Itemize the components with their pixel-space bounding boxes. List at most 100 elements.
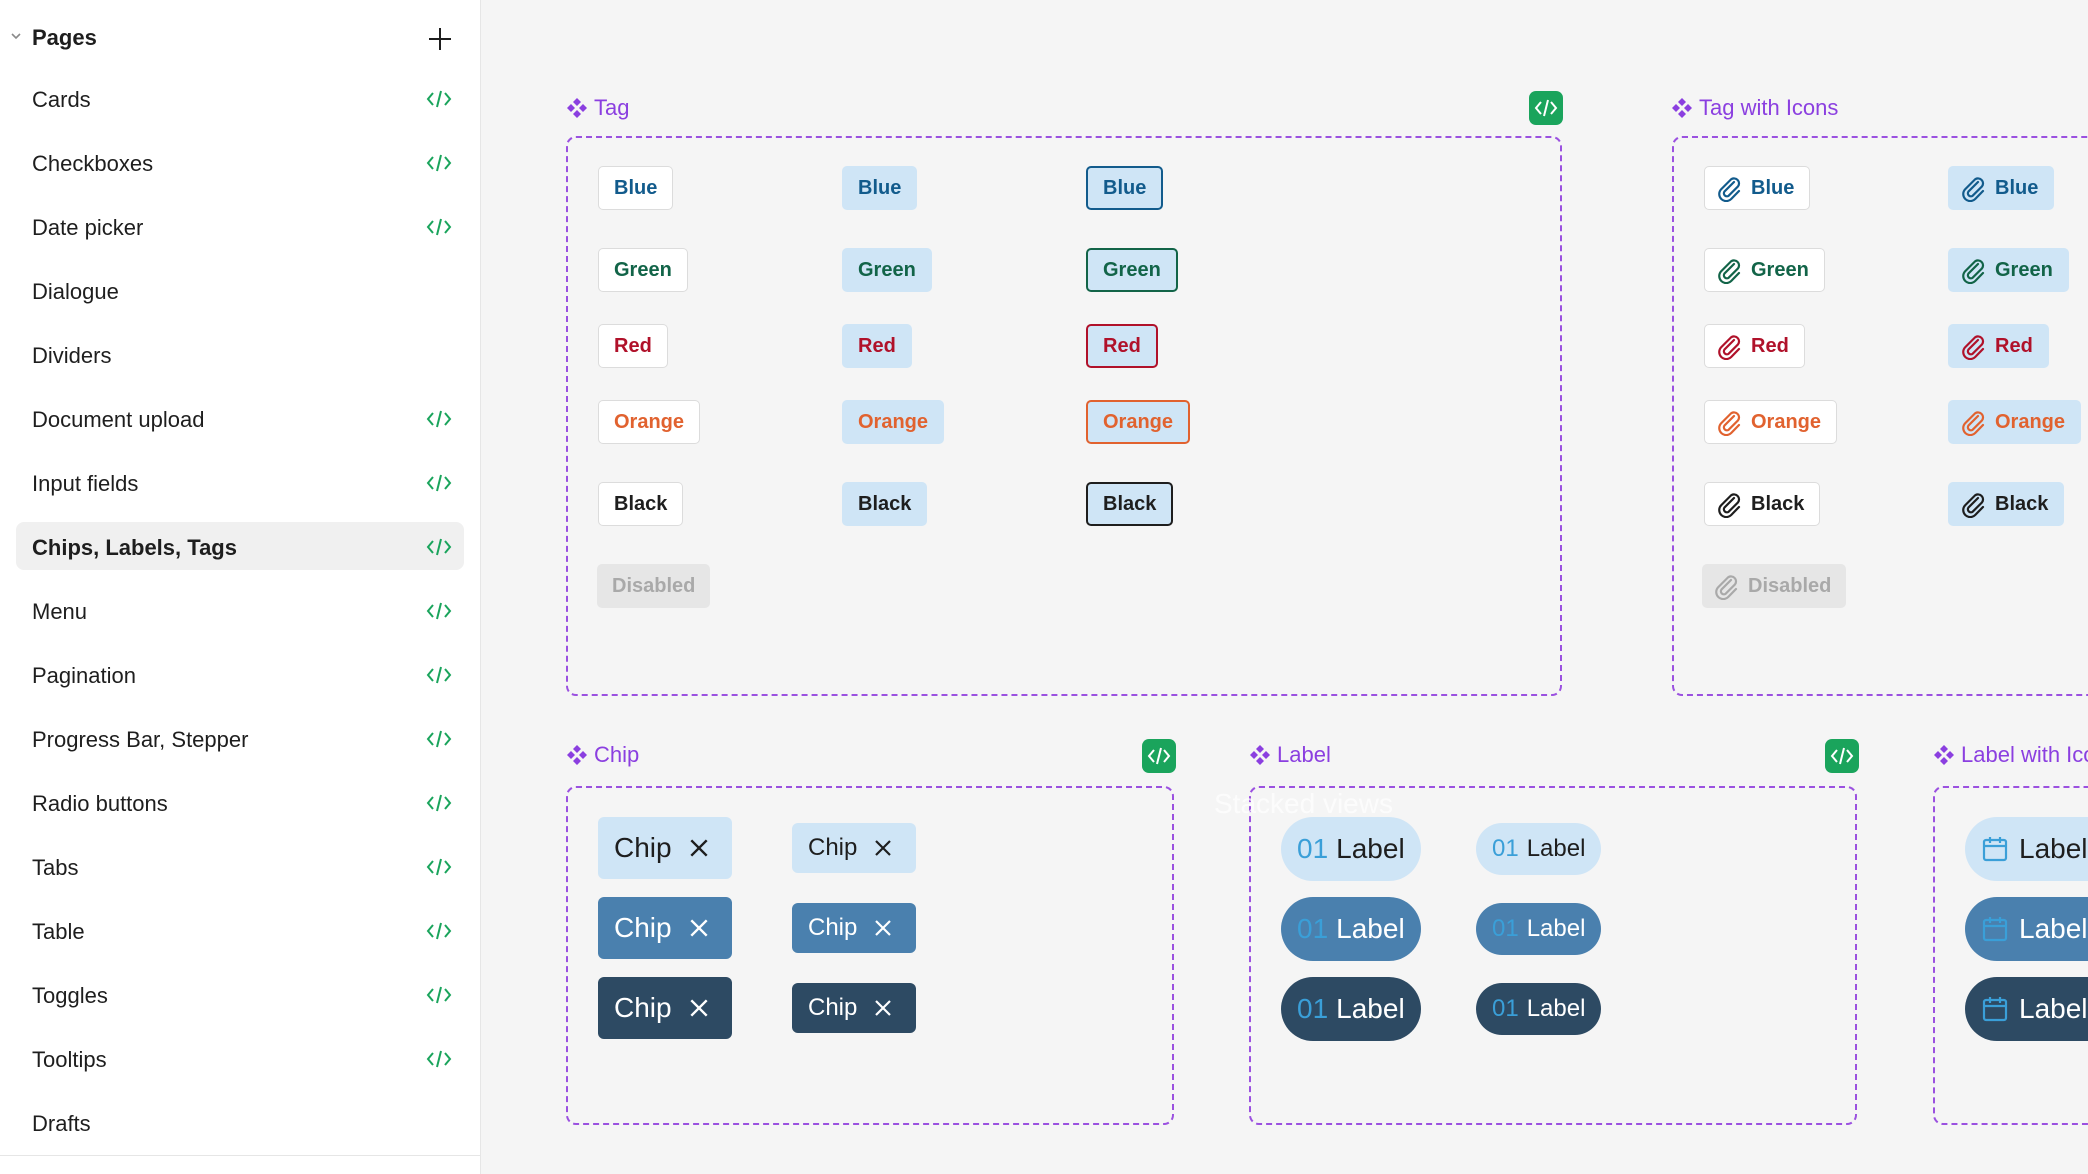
sidebar-item-checkboxes[interactable]: Checkboxes bbox=[16, 138, 464, 186]
code-brackets-icon[interactable] bbox=[425, 216, 453, 238]
tag-black-light[interactable]: Black bbox=[598, 482, 684, 526]
frame-tag[interactable] bbox=[566, 136, 1562, 696]
tag-orange-mid[interactable]: Orange bbox=[842, 400, 945, 444]
code-brackets-icon[interactable] bbox=[425, 792, 453, 814]
code-brackets-icon[interactable] bbox=[1529, 91, 1563, 125]
close-icon[interactable] bbox=[688, 837, 710, 859]
tag-orange-out[interactable]: Orange bbox=[1086, 400, 1191, 444]
tag-label: Black bbox=[1751, 492, 1805, 515]
tag-orange-light-icon[interactable]: Orange bbox=[1704, 400, 1838, 444]
sidebar-item-menu[interactable]: Menu bbox=[16, 586, 464, 634]
tag-red-mid[interactable]: Red bbox=[842, 324, 912, 368]
code-brackets-icon[interactable] bbox=[425, 984, 453, 1006]
tag-green-light[interactable]: Green bbox=[598, 248, 688, 292]
tag-blue-light[interactable]: Blue bbox=[598, 166, 674, 210]
sidebar-item-label: Checkboxes bbox=[32, 151, 154, 176]
frame-tag-icons[interactable] bbox=[1672, 136, 2088, 696]
sidebar-item-dialogue[interactable]: Dialogue bbox=[16, 266, 464, 314]
sidebar-item-table[interactable]: Table bbox=[16, 906, 464, 954]
label-text: Label bbox=[1526, 995, 1586, 1022]
sidebar-item-progress-bar-stepper[interactable]: Progress Bar, Stepper bbox=[16, 714, 464, 762]
design-canvas[interactable]: Tag Tag with Icons Chip Label Stacked vi… bbox=[481, 0, 2088, 1174]
tag-green-mid-icon[interactable]: Green bbox=[1948, 248, 2069, 292]
frame-label[interactable] bbox=[1249, 786, 1857, 1125]
sidebar-item-document-upload[interactable]: Document upload bbox=[16, 394, 464, 442]
code-brackets-icon[interactable] bbox=[425, 408, 453, 430]
tag-black-light-icon[interactable]: Black bbox=[1704, 482, 1821, 526]
frame-chip[interactable] bbox=[566, 786, 1174, 1125]
chip-small[interactable]: Chip bbox=[792, 903, 916, 953]
label-with-icon: Label bbox=[1965, 817, 2088, 881]
tag-red-light-icon[interactable]: Red bbox=[1704, 324, 1805, 368]
code-brackets-icon[interactable] bbox=[1142, 739, 1176, 773]
code-brackets-icon[interactable] bbox=[425, 728, 453, 750]
sidebar-item-chips-labels-tags[interactable]: Chips, Labels, Tags bbox=[16, 522, 464, 570]
code-brackets-icon[interactable] bbox=[425, 472, 453, 494]
chip-small[interactable]: Chip bbox=[792, 823, 916, 873]
frame-label-icons[interactable] bbox=[1933, 786, 2088, 1125]
sidebar-item-input-fields[interactable]: Input fields bbox=[16, 458, 464, 506]
tag-black-mid-icon[interactable]: Black bbox=[1948, 482, 2065, 526]
sidebar-item-date-picker[interactable]: Date picker bbox=[16, 202, 464, 250]
sidebar-item-tabs[interactable]: Tabs bbox=[16, 842, 464, 890]
code-brackets-icon[interactable] bbox=[425, 536, 453, 558]
sidebar-item-label: Pagination bbox=[32, 663, 136, 688]
sidebar-item-radio-buttons[interactable]: Radio buttons bbox=[16, 778, 464, 826]
code-brackets-icon[interactable] bbox=[425, 88, 453, 110]
tag-black-out[interactable]: Black bbox=[1086, 482, 1174, 526]
code-brackets-icon[interactable] bbox=[1825, 739, 1859, 773]
tag-blue-light-icon[interactable]: Blue bbox=[1704, 166, 1811, 210]
tag-label: Green bbox=[1995, 258, 2053, 281]
tag-orange-light[interactable]: Orange bbox=[598, 400, 701, 444]
frame-title-chip[interactable]: Chip bbox=[566, 742, 639, 768]
frame-title-tag[interactable]: Tag bbox=[566, 95, 629, 121]
sidebar-item-cards[interactable]: Cards bbox=[16, 74, 464, 122]
label-with-icon: Label bbox=[1965, 977, 2088, 1041]
tag-blue-out[interactable]: Blue bbox=[1086, 166, 1164, 210]
tag-label: Green bbox=[1751, 258, 1809, 281]
tag-black-mid[interactable]: Black bbox=[842, 482, 928, 526]
close-icon[interactable] bbox=[873, 918, 893, 938]
tag-green-light-icon[interactable]: Green bbox=[1704, 248, 1825, 292]
code-brackets-icon[interactable] bbox=[425, 1048, 453, 1070]
close-icon[interactable] bbox=[873, 998, 893, 1018]
tag-orange-mid-icon[interactable]: Orange bbox=[1948, 400, 2082, 444]
frame-title-label[interactable]: Label bbox=[1249, 742, 1331, 768]
sidebar-item-toggles[interactable]: Toggles bbox=[16, 970, 464, 1018]
tag-label: Orange bbox=[858, 410, 929, 433]
code-brackets-icon[interactable] bbox=[425, 856, 453, 878]
sidebar-item-pagination[interactable]: Pagination bbox=[16, 650, 464, 698]
tag-blue-mid[interactable]: Blue bbox=[842, 166, 918, 210]
code-brackets-icon[interactable] bbox=[425, 152, 453, 174]
chevron-down-icon[interactable] bbox=[9, 29, 23, 43]
tag-blue-mid-icon[interactable]: Blue bbox=[1948, 166, 2055, 210]
label-text: Label bbox=[1526, 835, 1586, 862]
tag-green-out[interactable]: Green bbox=[1086, 248, 1178, 292]
tag-green-mid[interactable]: Green bbox=[842, 248, 932, 292]
code-brackets-icon[interactable] bbox=[425, 920, 453, 942]
add-page-icon[interactable] bbox=[426, 25, 454, 53]
sidebar-item-drafts[interactable]: Drafts bbox=[16, 1098, 464, 1146]
frame-title-chip-label: Chip bbox=[594, 742, 640, 767]
close-icon[interactable] bbox=[873, 838, 893, 858]
chip-large[interactable]: Chip bbox=[598, 977, 732, 1039]
tag-red-light[interactable]: Red bbox=[598, 324, 668, 368]
tag-red-out[interactable]: Red bbox=[1086, 324, 1158, 368]
frame-title-label-icons[interactable]: Label with Icons bbox=[1933, 742, 2088, 768]
chip-small[interactable]: Chip bbox=[792, 983, 916, 1033]
sidebar-item-dividers[interactable]: Dividers bbox=[16, 330, 464, 378]
chip-large[interactable]: Chip bbox=[598, 817, 732, 879]
close-icon[interactable] bbox=[688, 917, 710, 939]
sidebar-item-tooltips[interactable]: Tooltips bbox=[16, 1034, 464, 1082]
code-brackets-icon[interactable] bbox=[425, 600, 453, 622]
chip-large[interactable]: Chip bbox=[598, 897, 732, 959]
close-icon[interactable] bbox=[688, 997, 710, 1019]
pages-header[interactable]: Pages bbox=[0, 18, 480, 58]
frame-title-tag-icons[interactable]: Tag with Icons bbox=[1671, 95, 1838, 121]
tag-disabled-icon: Disabled bbox=[1702, 564, 1847, 608]
paperclip-icon bbox=[1715, 575, 1738, 600]
code-brackets-icon[interactable] bbox=[425, 664, 453, 686]
tag-red-mid-icon[interactable]: Red bbox=[1948, 324, 2049, 368]
